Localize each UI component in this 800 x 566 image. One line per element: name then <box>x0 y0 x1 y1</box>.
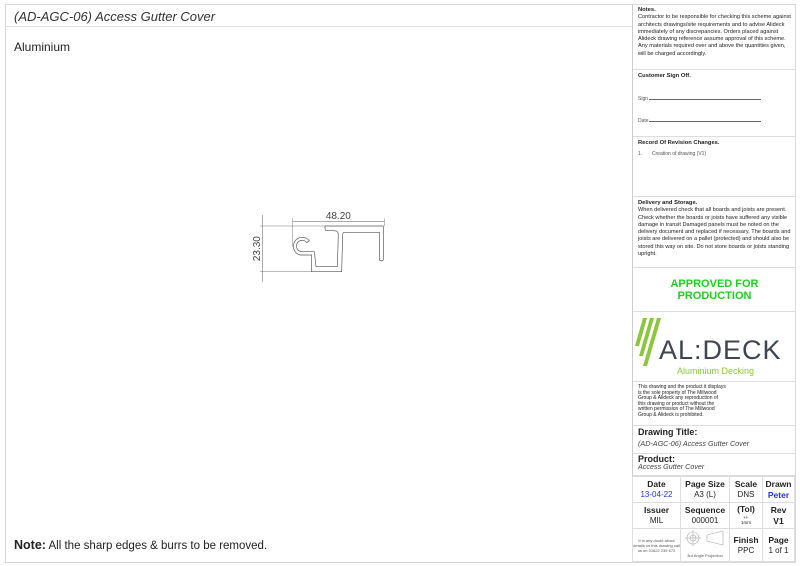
delivery-section: Delivery and Storage. When delivered che… <box>633 197 796 268</box>
copyright: This drawing and the product it displays… <box>633 382 796 426</box>
pagesize-label: Page Size <box>685 479 725 489</box>
contact-note: If in any doubt about details on this dr… <box>632 528 681 562</box>
drawing-title-label: Drawing Title: <box>638 427 698 437</box>
notes-text: Contractor to be responsible for checkin… <box>638 14 791 57</box>
drawn-value: Peter <box>767 489 790 500</box>
logo-tagline: Aluminium Decking <box>677 366 754 376</box>
date-field[interactable] <box>648 120 761 122</box>
sign-label: Sign <box>638 96 649 103</box>
sequence-value: 000001 <box>691 516 719 525</box>
profile-outline <box>292 225 384 272</box>
date-label: Date <box>647 479 666 489</box>
scale-label: Scale <box>734 479 758 489</box>
notes-section: Notes. Contractor to be responsible for … <box>633 4 796 70</box>
projection-label: 3rd Angle Projection <box>687 553 723 558</box>
third-angle-projection-icon <box>685 530 724 546</box>
note-text: All the sharp edges & burrs to be remove… <box>48 540 268 552</box>
finish-value: PPC <box>737 545 755 555</box>
profile-drawing: 48.20 23.30 <box>252 211 385 282</box>
signoff-section: Customer Sign Off. Sign Date <box>633 70 796 137</box>
alideck-logo: AL:DECK Aluminium Decking <box>635 318 782 376</box>
signoff-title: Customer Sign Off. <box>638 73 691 79</box>
material-label: Aluminium <box>14 40 71 54</box>
page-value: 1 of 1 <box>768 545 789 555</box>
width-dimension: 48.20 <box>326 211 351 222</box>
revision-row: 1. Creation of drawing (V1) <box>638 151 791 158</box>
divider <box>5 26 632 27</box>
pagesize-value: A3 (L) <box>694 490 716 499</box>
finish-label: Finish <box>733 534 759 545</box>
product-section: Product: Access Gutter Cover <box>633 454 796 476</box>
sequence-label: Sequence <box>684 505 726 515</box>
issuer-value: MIL <box>649 516 664 525</box>
date-label: Date <box>638 117 649 124</box>
approved-stamp: APPROVED FOR PRODUCTION <box>633 268 796 312</box>
note-label: Note: <box>14 538 46 552</box>
projection-symbol: 3rd Angle Projection <box>680 528 730 562</box>
height-dimension: 23.30 <box>252 236 263 261</box>
delivery-title: Delivery and Storage. <box>638 200 698 206</box>
tol-label: (Tol) <box>737 504 755 514</box>
drawing-title: (AD-AGC-06) Access Gutter Cover <box>14 9 216 24</box>
svg-text:AL:DECK: AL:DECK <box>659 335 782 365</box>
date-value: 13-04-22 <box>640 490 673 499</box>
tol-value: +/- 1mm <box>741 515 751 525</box>
page-label: Page <box>768 534 789 545</box>
scale-value: DNS <box>737 490 755 499</box>
issuer-label: Issuer <box>643 505 670 515</box>
note: Note: All the sharp edges & burrs to be … <box>14 538 267 552</box>
product-value: Access Gutter Cover <box>638 462 705 472</box>
delivery-text: When delivered check that all boards and… <box>638 207 791 258</box>
drawing-frame <box>5 4 796 563</box>
product-label: Product: <box>638 454 675 464</box>
title-block: Notes. Contractor to be responsible for … <box>632 4 796 561</box>
revision-section: Record Of Revision Changes. 1. Creation … <box>633 137 796 197</box>
sign-field[interactable] <box>649 99 762 101</box>
rev-value: V1 <box>773 515 784 526</box>
drawing-title-value: (AD-AGC-06) Access Gutter Cover <box>638 439 750 449</box>
revision-num: 1. <box>638 151 643 158</box>
notes-title: Notes. <box>638 7 656 13</box>
drawing-title-section: Drawing Title: (AD-AGC-06) Access Gutter… <box>633 426 796 454</box>
logo-section: AL:DECK Aluminium Decking <box>633 312 796 382</box>
revision-title: Record Of Revision Changes. <box>638 140 720 146</box>
revision-text: Creation of drawing (V1) <box>651 151 707 158</box>
drawn-label: Drawn <box>765 478 792 489</box>
rev-label: Rev <box>770 504 787 515</box>
